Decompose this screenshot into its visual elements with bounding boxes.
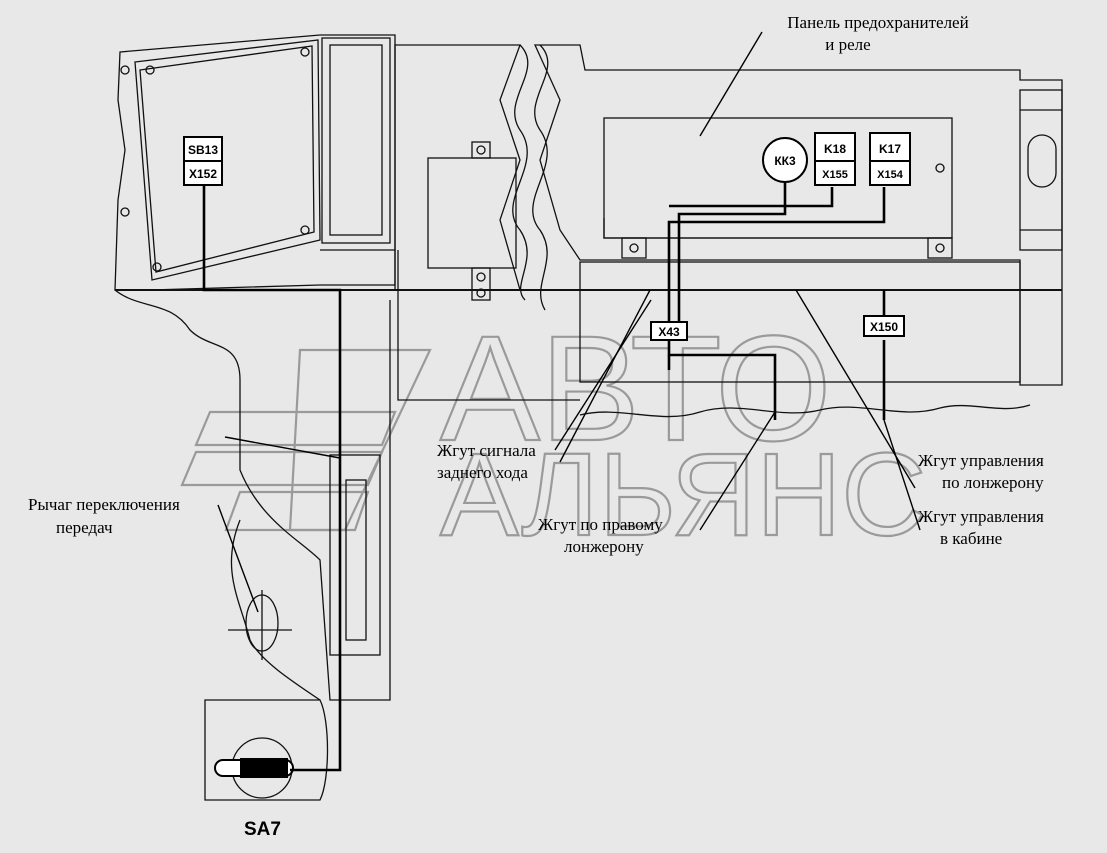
component-kk3: КК3 <box>762 137 808 183</box>
wire-k18 <box>669 187 834 208</box>
sb13-label: SB13 <box>188 143 218 157</box>
fuse-panel-label-1: Панель предохранителей <box>787 13 968 32</box>
switch-sa7-label: SA7 <box>244 819 281 840</box>
screw-icon <box>935 163 945 173</box>
x43-label: X43 <box>658 325 680 339</box>
screw-icon <box>145 65 155 75</box>
component-sb13-x152: SB13 X152 <box>183 136 223 186</box>
screw-icon <box>120 65 130 75</box>
screw-icon <box>152 262 162 272</box>
right-rail-harness-label-2: лонжерону <box>564 537 644 556</box>
screw-icon <box>476 145 486 155</box>
leader-lines <box>217 31 921 613</box>
callouts: Панель предохранителей и реле Жгут сигна… <box>28 13 1044 840</box>
watermark: АВТО АЛЬЯНС <box>180 303 928 562</box>
connector-x150: X150 <box>863 315 905 337</box>
screw-icon <box>935 243 945 253</box>
screw-icon <box>476 272 486 282</box>
screw-icon <box>629 243 639 253</box>
rail-control-harness-label-1: Жгут управления <box>918 451 1044 470</box>
connector-x43: X43 <box>650 321 688 341</box>
wire-kk3 <box>677 183 787 328</box>
right-rail-harness-label-1: Жгут по правому <box>538 515 663 534</box>
wire-x43-right <box>667 340 777 420</box>
reverse-harness-label-1: Жгут сигнала <box>437 441 536 460</box>
center-column <box>394 44 1063 386</box>
gear-lever-label-1: Рычаг переключения <box>28 495 180 514</box>
fuse-panel <box>603 89 1063 259</box>
x152-label: X152 <box>189 167 217 181</box>
x154-label: X154 <box>877 169 904 181</box>
switch-sa7 <box>214 737 294 799</box>
x150-label: X150 <box>870 320 898 334</box>
screw-icon <box>120 207 130 217</box>
instrument-panel <box>114 34 396 291</box>
watermark-line2: АЛЬЯНС <box>440 429 927 561</box>
cab-control-harness-label-2: в кабине <box>940 529 1002 548</box>
screw-icon <box>300 225 310 235</box>
component-k17-x154: K17 X154 <box>869 132 911 186</box>
wire-k17 <box>667 187 886 328</box>
k18-label: K18 <box>824 142 846 156</box>
watermark-line1: АВТО <box>440 304 832 472</box>
break-line <box>579 404 1031 418</box>
k17-label: K17 <box>879 142 901 156</box>
fuse-panel-label-2: и реле <box>825 35 870 54</box>
component-k18-x155: K18 X155 <box>814 132 856 186</box>
gear-lever <box>228 590 292 660</box>
watermark-logo-icon <box>180 348 432 532</box>
reverse-harness-label-2: заднего хода <box>437 463 528 482</box>
x155-label: X155 <box>822 169 848 181</box>
wiring <box>202 183 886 772</box>
rail-control-harness-label-2: по лонжерону <box>942 473 1044 492</box>
gear-lever-label-2: передач <box>56 518 113 537</box>
wire-sb13-sa7 <box>202 185 342 772</box>
cab-control-harness-label-1: Жгут управления <box>918 507 1044 526</box>
screw-icon <box>300 47 310 57</box>
kk3-label: КК3 <box>774 154 796 168</box>
